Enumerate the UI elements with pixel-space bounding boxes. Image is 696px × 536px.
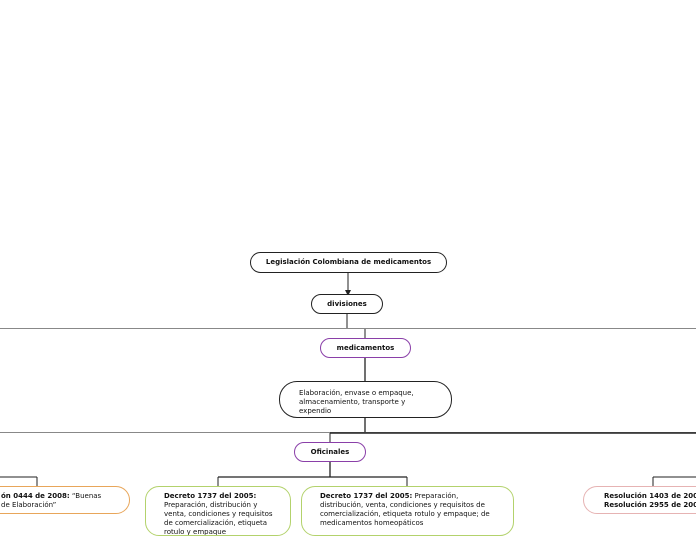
leaf-1-text: “Buenas [69,492,102,500]
divisiones-node[interactable]: divisiones [311,294,383,314]
oficinales-node[interactable]: Oficinales [294,442,366,462]
leaf-1-text2: de Elaboración” [1,501,57,509]
root-label: Legislación Colombiana de medicamentos [265,258,432,266]
medicamentos-label: medicamentos [336,343,395,352]
leaf-decreto-1737-a[interactable]: Decreto 1737 del 2005: Preparación, dist… [145,486,291,536]
leaf-2-title: Decreto 1737 del 2005: [164,492,257,500]
leaf-resolucion-0444[interactable]: ón 0444 de 2008: “Buenas de Elaboración” [0,486,130,514]
medicamentos-node[interactable]: medicamentos [320,338,411,358]
leaf-4-title2: Resolución 2955 de 200 [604,501,696,509]
leaf-2-text: Preparación, distribución y venta, condi… [164,501,273,536]
leaf-4-title: Resolución 1403 de 200 [604,492,696,500]
arrow-head [345,290,351,296]
connector-lines [0,273,696,486]
oficinales-label: Oficinales [310,447,350,456]
scope-node[interactable]: Elaboración, envase o empaque, almacenam… [279,381,452,418]
root-node[interactable]: Legislación Colombiana de medicamentos [250,252,447,273]
divisiones-label: divisiones [327,299,367,308]
leaf-decreto-1737-b[interactable]: Decreto 1737 del 2005: Preparación, dist… [301,486,514,536]
leaf-1-title: ón 0444 de 2008: [1,492,70,500]
leaf-resoluciones-1403-2955[interactable]: Resolución 1403 de 200 Resolución 2955 d… [583,486,696,514]
scope-label: Elaboración, envase o empaque, almacenam… [299,389,414,415]
leaf-3-title: Decreto 1737 del 2005: [320,492,413,500]
